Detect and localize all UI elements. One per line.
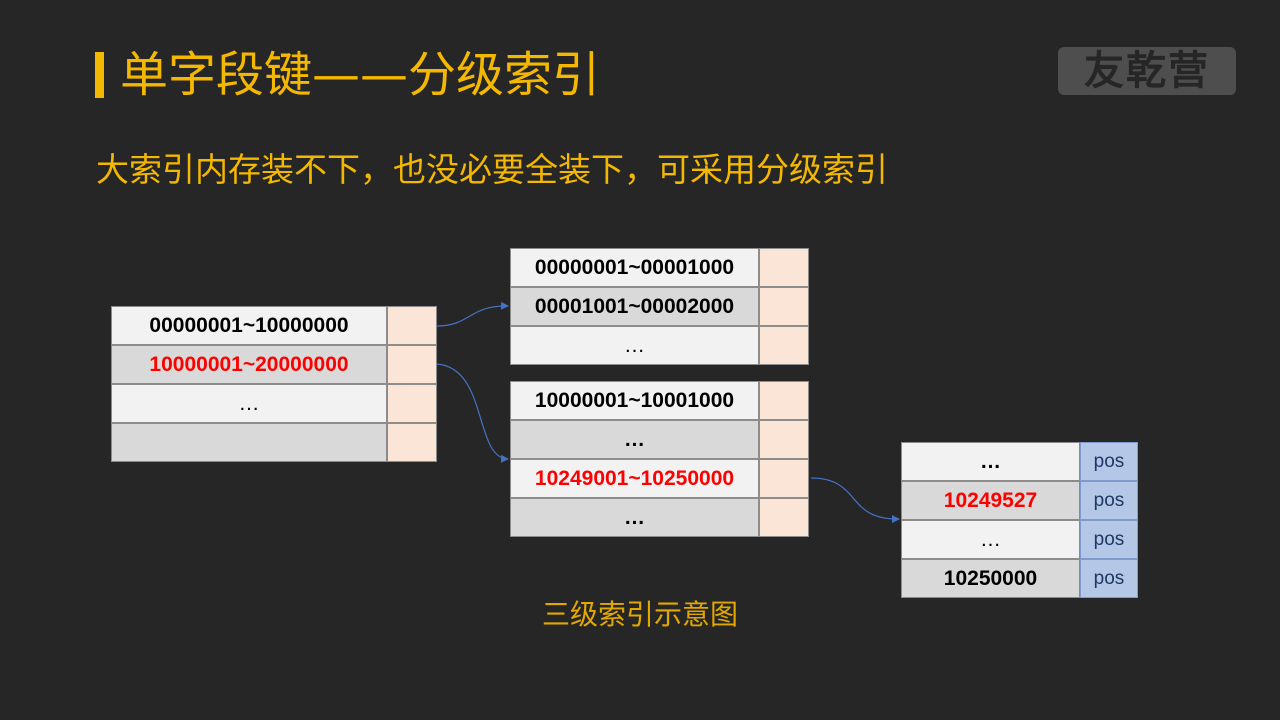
level3-index-table: … pos 10249527 pos … pos 10250000 pos	[901, 442, 1138, 598]
arrow-level1-to-level2b	[436, 363, 509, 463]
level2a-pointer-cell	[759, 326, 809, 365]
level2b-pointer-cell	[759, 498, 809, 537]
arrow-level1-to-level2a	[436, 301, 509, 327]
diagram-caption: 三级索引示意图	[541, 598, 738, 631]
level2b-pointer-cell	[759, 381, 809, 420]
level2b-range-cell: …	[510, 498, 759, 537]
level1-pointer-cell	[387, 423, 437, 462]
level3-key-cell: 10250000	[901, 559, 1080, 598]
level2b-pointer-cell	[759, 420, 809, 459]
level2a-range-cell: …	[510, 326, 759, 365]
level2b-range-cell: 10000001~10001000	[510, 381, 759, 420]
level1-range-cell: 00000001~10000000	[111, 306, 387, 345]
level2a-range-cell: 00000001~00001000	[510, 248, 759, 287]
level2a-pointer-cell	[759, 248, 809, 287]
level2b-pointer-cell	[759, 459, 809, 498]
level2b-row: …	[510, 420, 809, 459]
level3-row: 10249527 pos	[901, 481, 1138, 520]
level2a-row: 00000001~00001000	[510, 248, 809, 287]
level1-pointer-cell	[387, 306, 437, 345]
level1-range-cell	[111, 423, 387, 462]
level1-row: 00000001~10000000	[111, 306, 437, 345]
level2-index-table-b: 10000001~10001000 … 10249001~10250000 …	[510, 381, 809, 537]
level2b-range-cell-highlight: 10249001~10250000	[510, 459, 759, 498]
level1-index-table: 00000001~10000000 10000001~20000000 …	[111, 306, 437, 462]
level2b-row: 10000001~10001000	[510, 381, 809, 420]
level3-key-cell: …	[901, 520, 1080, 559]
title-accent-bar	[95, 52, 104, 98]
level3-row: … pos	[901, 442, 1138, 481]
level1-row	[111, 423, 437, 462]
level1-pointer-cell	[387, 384, 437, 423]
slide-subtitle: 大索引内存装不下，也没必要全装下，可采用分级索引	[96, 150, 888, 189]
level1-range-cell: …	[111, 384, 387, 423]
level2a-range-cell: 00001001~00002000	[510, 287, 759, 326]
level3-key-cell-highlight: 10249527	[901, 481, 1080, 520]
level2b-row: …	[510, 498, 809, 537]
level2b-range-cell: …	[510, 420, 759, 459]
level1-row: 10000001~20000000	[111, 345, 437, 384]
slide-title: 单字段键——分级索引	[120, 47, 601, 103]
level1-pointer-cell	[387, 345, 437, 384]
level2a-pointer-cell	[759, 287, 809, 326]
brand-logo: 友乾营	[1058, 47, 1236, 95]
level2a-row: 00001001~00002000	[510, 287, 809, 326]
level2b-row: 10249001~10250000	[510, 459, 809, 498]
level3-pos-cell: pos	[1080, 520, 1138, 559]
level1-row: …	[111, 384, 437, 423]
level3-row: 10250000 pos	[901, 559, 1138, 598]
level3-pos-cell: pos	[1080, 559, 1138, 598]
arrow-level2b-to-level3	[810, 477, 900, 524]
level1-range-cell-highlight: 10000001~20000000	[111, 345, 387, 384]
level2a-row: …	[510, 326, 809, 365]
level3-key-cell: …	[901, 442, 1080, 481]
level3-row: … pos	[901, 520, 1138, 559]
level3-pos-cell: pos	[1080, 442, 1138, 481]
level2-index-table-a: 00000001~00001000 00001001~00002000 …	[510, 248, 809, 365]
level3-pos-cell: pos	[1080, 481, 1138, 520]
